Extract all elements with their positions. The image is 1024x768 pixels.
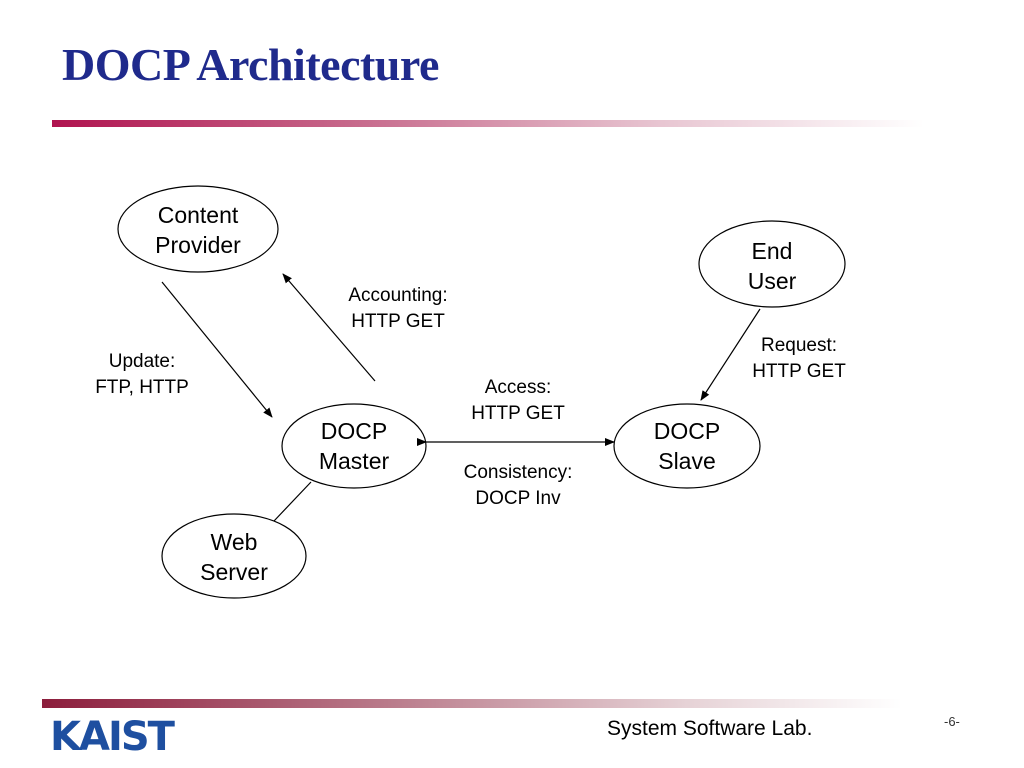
update-edge-label: Update:FTP, HTTP [95,351,189,398]
request-edge-label: Request:HTTP GET [752,335,846,382]
footer-rule [42,699,902,708]
page-number: -6- [944,714,960,729]
update-arrow [161,281,273,418]
content-provider-node [117,185,279,273]
end-user-node [698,220,846,308]
request-arrow [700,308,761,401]
accounting-edge-label: Accounting:HTTP GET [348,285,448,332]
title-underline [52,120,924,127]
svg-text:KAIST: KAIST [50,714,176,755]
kaist-logo: KAIST [50,714,178,755]
web-server-node [161,513,307,599]
docp-master-node [281,403,427,489]
web-server-link [273,481,312,522]
footer-lab-name: System Software Lab. [607,717,813,740]
access-edge-label: Access:HTTP GET [471,377,565,424]
consistency-edge-label: Consistency:DOCP Inv [463,462,573,509]
slide-title: DOCP Architecture [62,39,439,90]
docp-slave-node [613,403,761,489]
accounting-arrow [282,273,376,382]
